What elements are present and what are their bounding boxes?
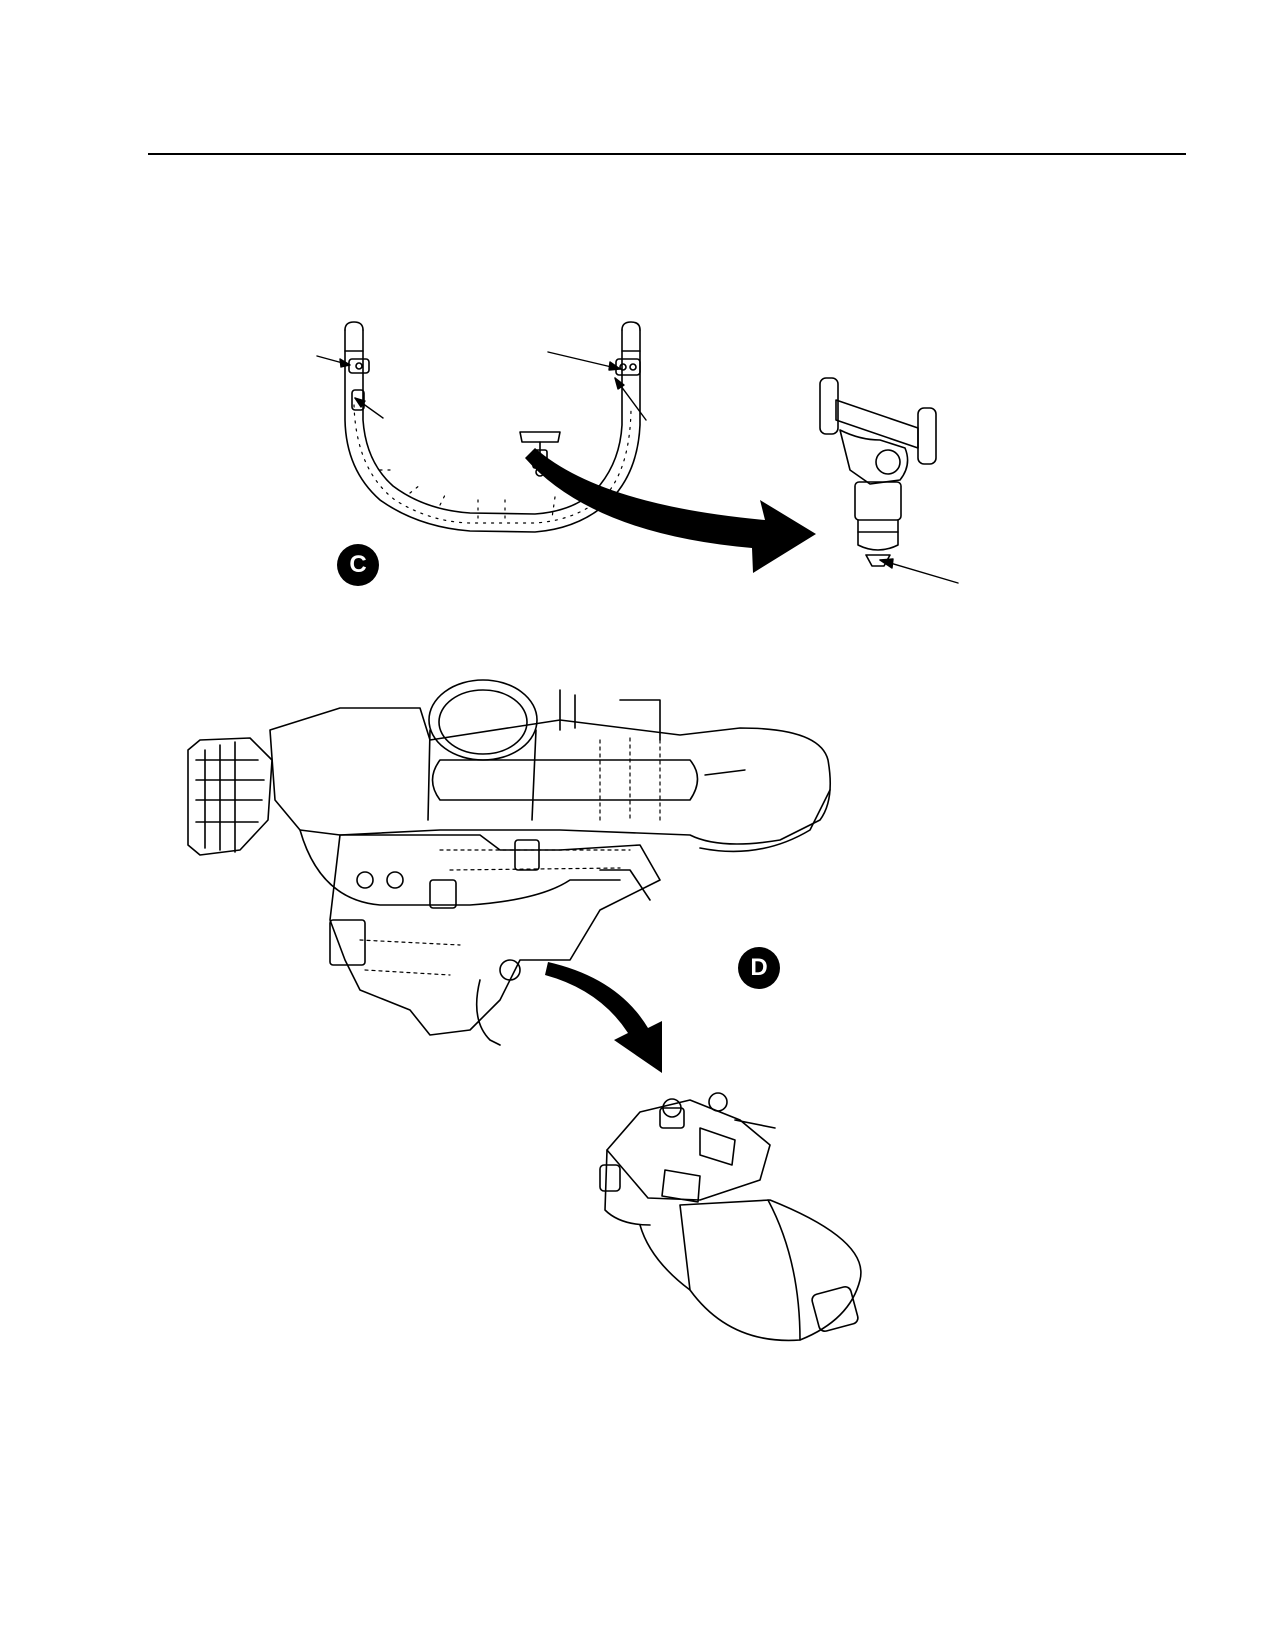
detail-label-d: D [738,947,780,989]
oil-filter-assembly [819,377,937,567]
callout-lines-c [316,351,959,584]
oil-manifold-tube [344,321,641,533]
engine-assembly [187,679,831,1046]
detail-label-c: C [337,544,379,586]
fuel-filter-assembly [599,1092,862,1342]
callout-line-d [704,769,746,776]
detail-arrow-d [545,962,662,1073]
detail-arrow-c [525,448,816,573]
header-rule [148,153,1186,155]
